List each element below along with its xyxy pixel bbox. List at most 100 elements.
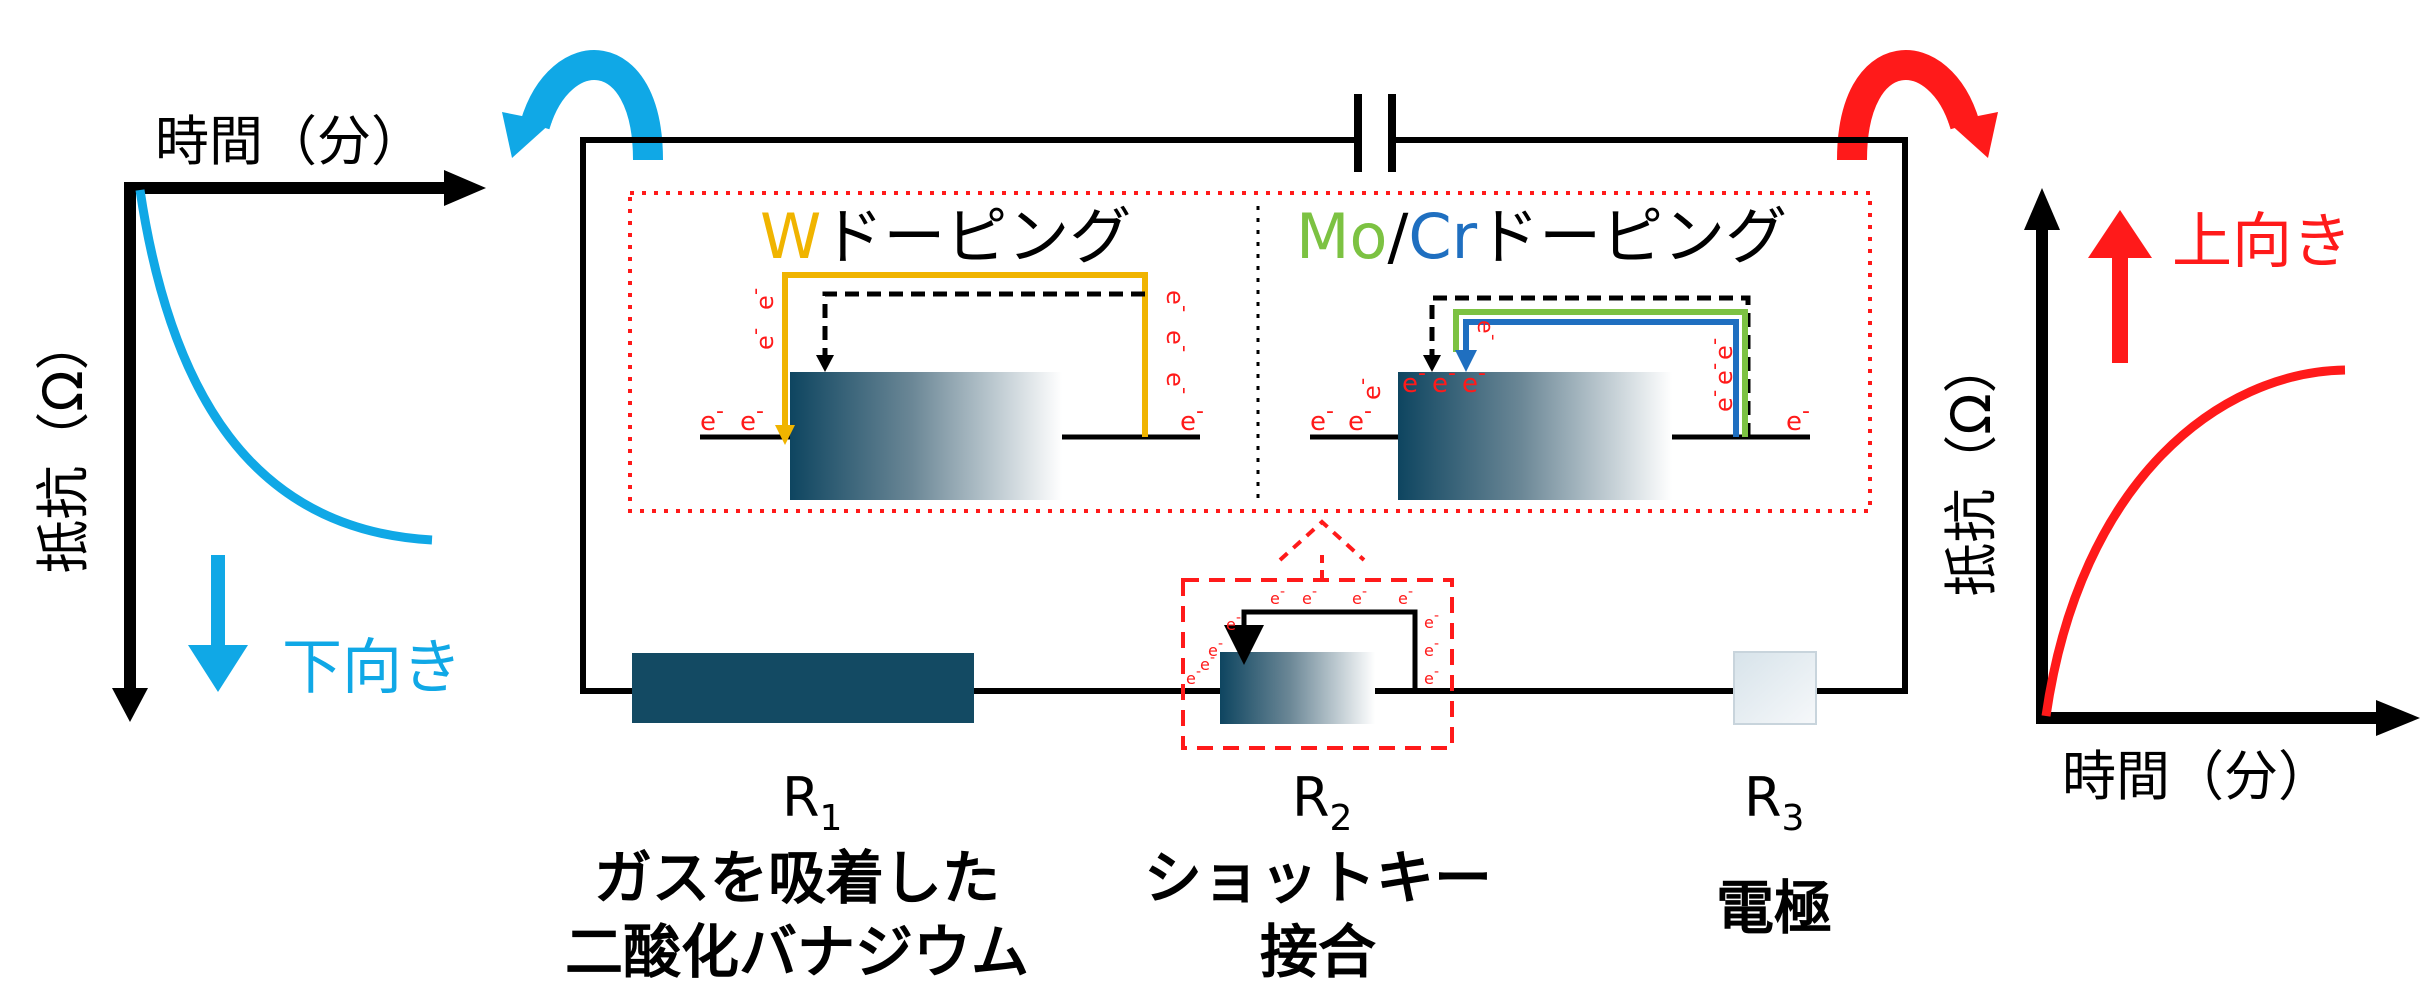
left-x-axis-label: 時間（分） [155,110,425,173]
right-x-axis-label: 時間（分） [2062,745,2332,808]
cr-flow-arrowhead [1455,350,1477,372]
svg-text:-: - [1434,608,1439,624]
r3-subscript: 3 [1782,798,1805,839]
svg-text:-: - [1173,305,1197,312]
svg-text:-: - [1236,610,1241,626]
electron-label: e- [743,328,779,350]
w-doping-suffix: ドーピング [821,200,1131,273]
svg-text:e: e [1302,589,1312,608]
electron-label: e- [700,399,724,437]
svg-text:e: e [751,295,779,310]
r1-line1: ガスを吸着した [594,844,1000,912]
electron-label: e- [1462,361,1486,399]
mocr-semiconductor-block [1398,372,1672,500]
svg-text:e: e [1186,669,1196,688]
r2-symbol: R2 [1292,766,1352,839]
left-y-axis-arrowhead [112,688,148,722]
zoom-dashed-arrow [1278,519,1366,578]
electron-label: e- [1352,584,1367,608]
electron-label: e- [1350,378,1386,400]
svg-text:-: - [1173,387,1197,394]
svg-text:-: - [1702,390,1726,397]
electron-label: e- [1402,361,1426,399]
svg-text:-: - [1483,334,1504,341]
electron-label: e- [1200,650,1215,674]
down-arrow-icon [188,555,248,692]
svg-text:e: e [1180,407,1196,437]
electron-label: e- [1432,361,1456,399]
r3-symbol: R3 [1744,766,1804,839]
svg-text:-: - [1196,664,1201,680]
svg-text:-: - [1362,584,1367,600]
r2-letter: R [1292,766,1330,829]
svg-text:-: - [743,328,767,335]
electron-label: e- [1270,584,1285,608]
electron-label: e- [740,399,764,437]
electron-label: e- [1424,608,1439,632]
electron-label: e- [1424,636,1439,660]
right-y-axis-arrowhead [2024,188,2060,230]
electron-label: e- [1348,399,1372,437]
electron-label: e- [1161,330,1197,352]
up-arrow-icon [2088,210,2152,363]
r1-label: R1 ガスを吸着した 二酸化バナジウム [565,766,1029,986]
left-x-axis-arrowhead [444,170,486,206]
cr-element-label: Cr [1408,200,1477,273]
r2-line2: 接合 [1260,918,1376,986]
electron-label: e- [1702,338,1738,360]
svg-text:-: - [1408,584,1413,600]
svg-text:e: e [1200,655,1210,674]
electron-label: e- [1180,399,1204,437]
r1-line2: 二酸化バナジウム [565,918,1029,986]
svg-text:e: e [700,407,716,437]
right-resistance-curve [2041,365,2346,717]
mo-element-label: Mo [1296,200,1387,273]
electron-label: e- [1786,399,1810,437]
electron-label: e- [1226,610,1241,634]
electron-label: e- [1208,636,1223,660]
circuit [580,94,1908,750]
inset-electrons: e- e- e- e- e- e- e- e- e- e- e- e- e- e… [700,288,1810,437]
svg-text:e: e [1462,369,1478,399]
r1-vo2-block [632,653,974,723]
r3-electrode-block [1733,651,1817,725]
svg-text:-: - [1702,363,1726,370]
mo-flow-path [1453,309,1748,437]
mocr-doping-suffix: ドーピング [1477,200,1787,273]
cr-flow-path [1463,319,1739,437]
svg-text:-: - [1802,399,1810,424]
w-dashed-reference-path [822,291,1145,358]
w-flow-arrowhead [775,425,795,445]
svg-text:-: - [1196,399,1204,424]
electron-label: e- [743,288,779,310]
r1-letter: R [782,766,820,829]
svg-text:e: e [1710,397,1738,412]
svg-text:-: - [1364,399,1372,424]
w-doping-panel: Wドーピング [700,200,1200,500]
right-curved-arrow-icon [1837,50,1998,161]
svg-text:-: - [1434,664,1439,680]
r2-line1: ショットキー [1144,844,1492,912]
r2-electron-path [1224,609,1418,689]
svg-text:e: e [1424,613,1434,632]
r2-electrons: e- e- e- e- e- e- e- e- e- e- e- [1186,584,1439,688]
electron-label: e- [1702,390,1738,412]
svg-text:-: - [1350,378,1374,385]
svg-text:e: e [1310,407,1326,437]
doping-inset: Wドーピング Mo/Crドーピング e- e- e- [628,191,1872,513]
svg-text:e: e [1424,641,1434,660]
right-trend-label: 上向き [2172,207,2352,277]
r3-line1: 電極 [1716,874,1832,942]
w-dashed-arrowhead [816,355,834,372]
electron-label: e- [1302,584,1317,608]
electron-label: e- [1186,664,1201,688]
svg-text:e: e [1358,385,1386,400]
svg-text:-: - [1218,636,1223,652]
svg-text:e: e [740,407,756,437]
w-semiconductor-block [790,372,1062,500]
r2-label: R2 ショットキー 接合 [1144,766,1492,986]
svg-text:e: e [1208,641,1218,660]
r1-symbol: R1 [782,766,842,839]
mocr-slash: / [1387,200,1408,273]
